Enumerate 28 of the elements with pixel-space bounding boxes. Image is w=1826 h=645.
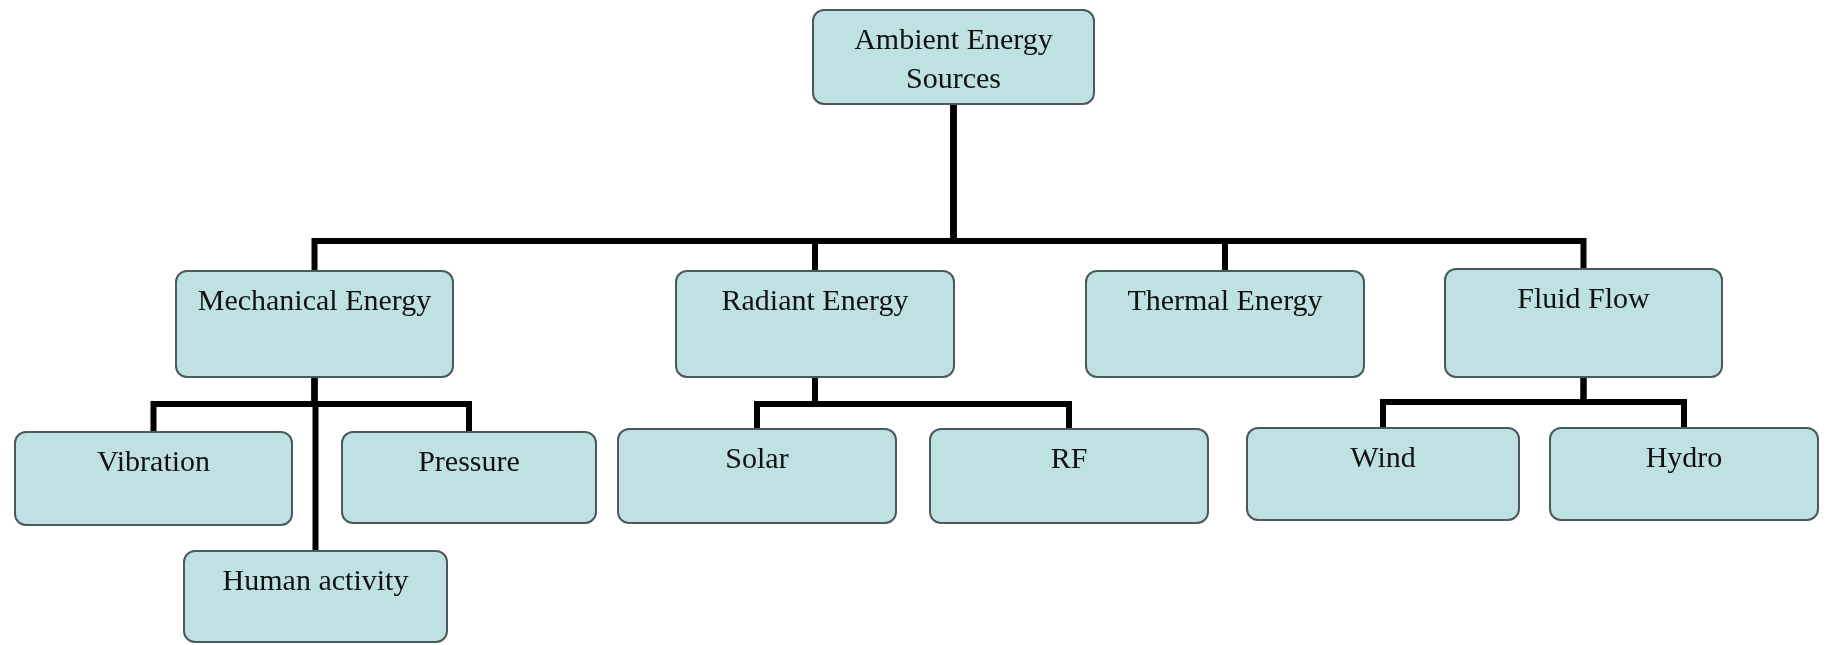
category-box xyxy=(1085,270,1365,378)
connector-line xyxy=(1580,378,1687,427)
category-box xyxy=(1549,427,1819,521)
connector-line xyxy=(812,378,1072,428)
category-box xyxy=(183,550,448,643)
connector-line xyxy=(311,378,319,550)
category-box xyxy=(675,270,955,378)
category-label: Human activity xyxy=(222,562,409,598)
category-label: Thermal Energy xyxy=(1127,282,1323,318)
category-label: Radiant Energy xyxy=(721,282,909,318)
category-box xyxy=(14,431,293,526)
category-label: Fluid Flow xyxy=(1517,280,1650,316)
category-label: Solar xyxy=(725,440,789,476)
category-label: Hydro xyxy=(1645,439,1723,475)
category-box xyxy=(341,431,597,524)
category-label: Ambient Energy Sources xyxy=(853,21,1054,96)
category-box xyxy=(1444,268,1723,378)
category-box xyxy=(1246,427,1520,521)
category-label: Vibration xyxy=(96,443,211,479)
category-box xyxy=(929,428,1209,524)
category-box xyxy=(617,428,897,524)
category-label: Pressure xyxy=(418,443,520,479)
category-box xyxy=(175,270,454,378)
category-label: Mechanical Energy xyxy=(197,282,432,318)
category-label: RF xyxy=(1050,440,1088,476)
category-box xyxy=(812,9,1095,105)
category-label: Wind xyxy=(1350,439,1416,475)
connector-line xyxy=(950,105,1587,268)
